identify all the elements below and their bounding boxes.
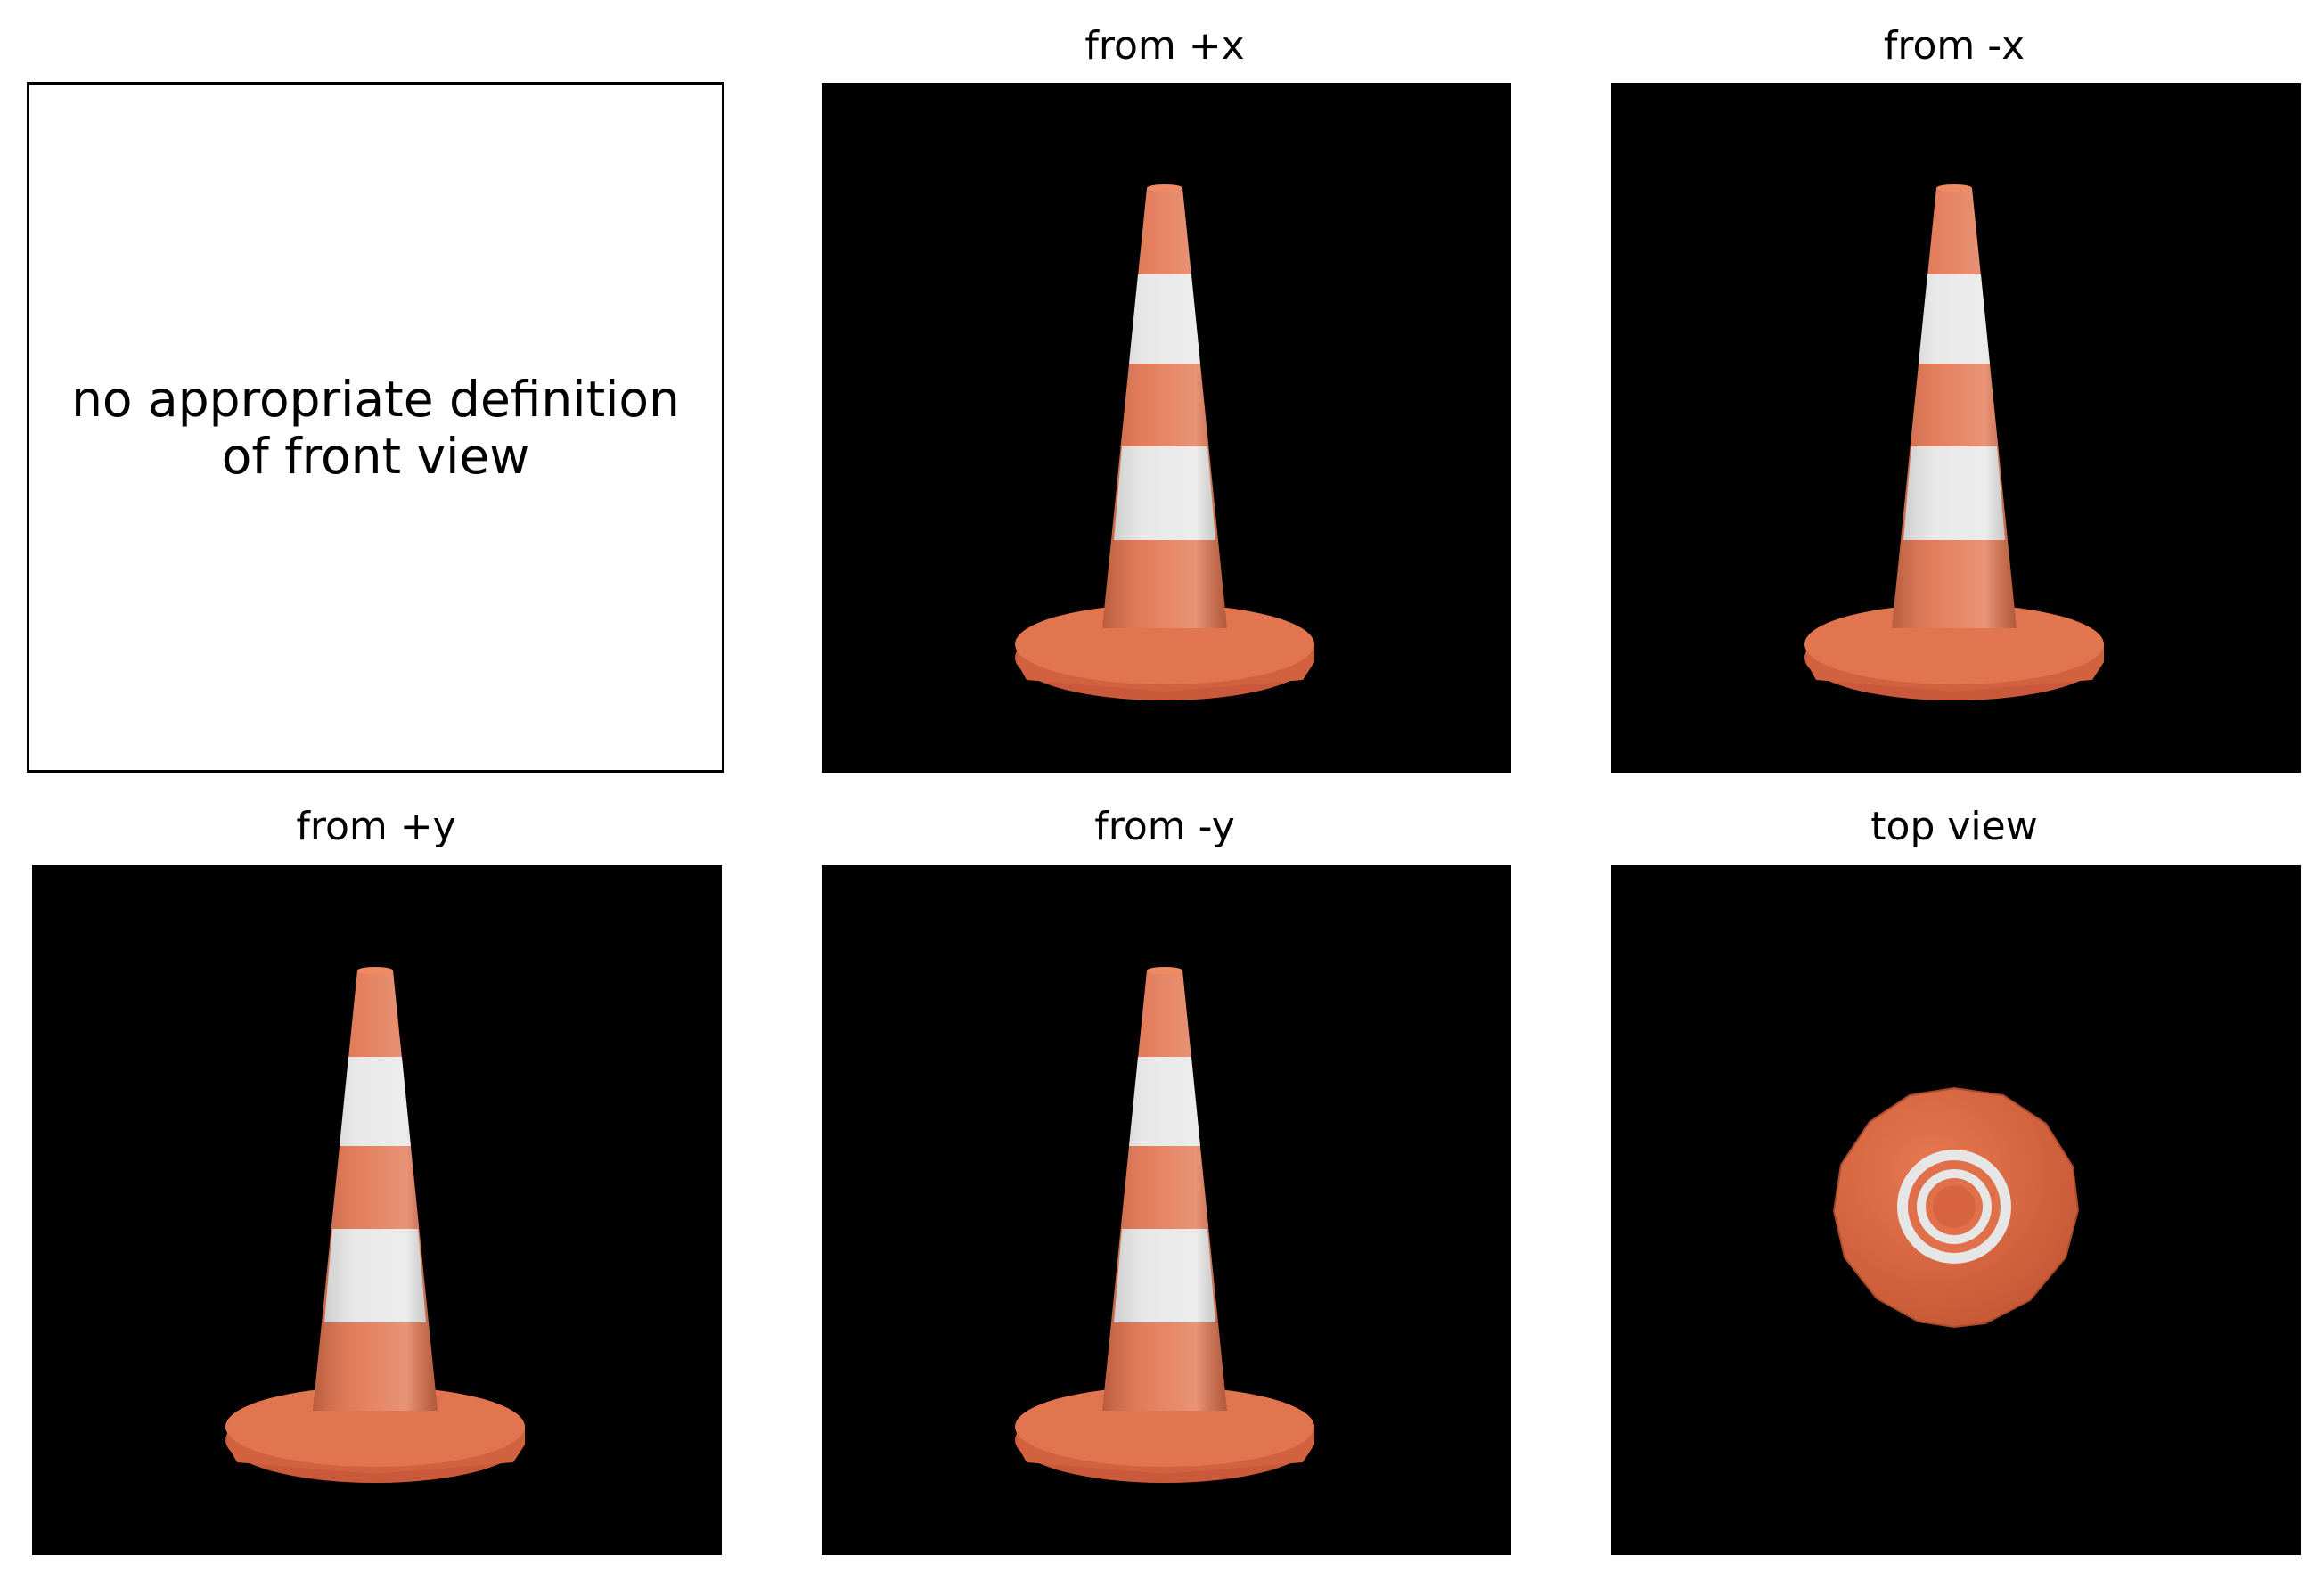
traffic-cone-side-image bbox=[1015, 967, 1314, 1483]
render-panel-plus-x bbox=[822, 83, 1511, 773]
panel-title-plus-y: from +y bbox=[296, 804, 456, 849]
panel-title-top-view: top view bbox=[1870, 804, 2038, 849]
panel-title-plus-x: from +x bbox=[1084, 23, 1245, 69]
traffic-cone-side-image bbox=[225, 967, 525, 1483]
panel-title-minus-y: from -y bbox=[1094, 804, 1235, 849]
render-panel-minus-x bbox=[1611, 83, 2301, 773]
panel-title-minus-x: from -x bbox=[1883, 23, 2025, 69]
render-panel-minus-y bbox=[822, 865, 1511, 1555]
render-panel-plus-y bbox=[32, 865, 722, 1555]
front-view-empty-panel: no appropriate definition of front view bbox=[27, 82, 724, 773]
traffic-cone-side-image bbox=[1015, 184, 1314, 700]
front-view-note: no appropriate definition of front view bbox=[71, 370, 680, 485]
render-panel-top-view bbox=[1611, 865, 2301, 1555]
traffic-cone-top-image bbox=[1832, 1086, 2080, 1329]
traffic-cone-side-image bbox=[1804, 184, 2104, 700]
